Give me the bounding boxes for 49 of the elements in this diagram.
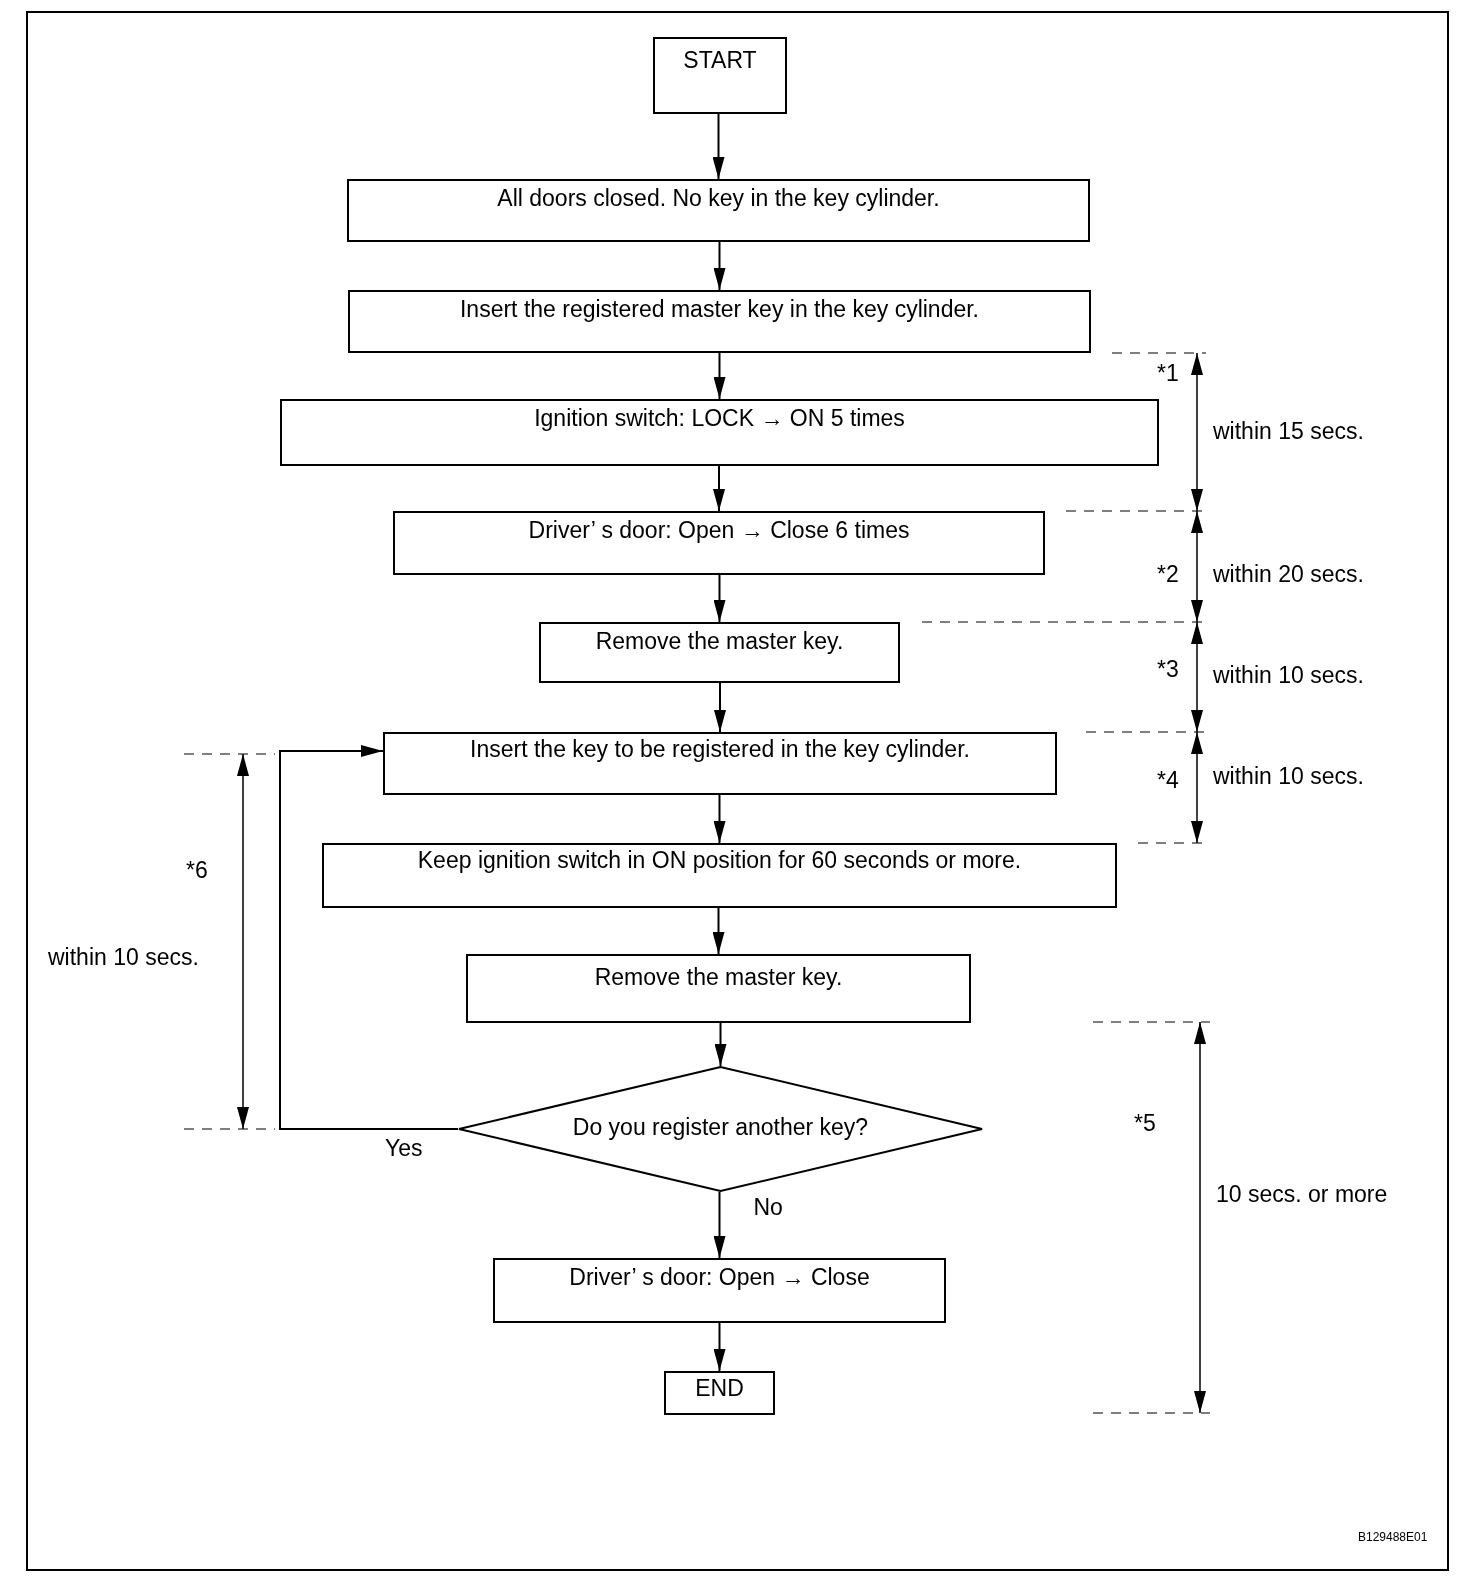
node-text: Remove the master key. <box>595 628 844 655</box>
annotation-text: within 10 secs. <box>48 944 199 971</box>
arrow <box>713 1322 726 1372</box>
node-text: Insert the key to be registered in the key cylinder. <box>470 736 970 763</box>
annotation-text: within 10 secs. <box>1213 763 1364 790</box>
process-box <box>383 732 1057 795</box>
annotation-text: *4 <box>1157 767 1179 794</box>
annotation-text: *1 <box>1157 360 1179 387</box>
arrow <box>712 113 725 180</box>
annotation-text: *5 <box>1134 1110 1156 1137</box>
arrow <box>279 745 459 1130</box>
arrow <box>713 465 725 512</box>
node-text: Insert the registered master key in the key cylinder. <box>460 296 979 323</box>
annotation-text: 10 secs. or more <box>1216 1181 1388 1208</box>
annotation-text: within 20 secs. <box>1213 561 1364 588</box>
arrow <box>713 1191 726 1259</box>
arrow <box>713 352 726 400</box>
arrow <box>714 682 726 733</box>
process-box <box>280 399 1159 466</box>
process-box <box>539 622 900 683</box>
arrow <box>713 241 726 291</box>
annotation-text: *3 <box>1157 656 1179 683</box>
arrow <box>713 794 726 844</box>
decision-diamond <box>458 1066 983 1192</box>
process-box <box>493 1258 946 1323</box>
node-text: Do you register another key? <box>572 1113 869 1141</box>
node-text: Ignition switch: LOCK → ON 5 times <box>534 405 905 432</box>
process-box <box>664 1371 775 1415</box>
annotation-text: *6 <box>186 857 208 884</box>
annotation-text: *2 <box>1157 561 1179 588</box>
process-box <box>348 290 1091 353</box>
annotation-text: within 15 secs. <box>1213 418 1364 445</box>
process-box <box>347 179 1090 242</box>
process-box <box>393 511 1045 575</box>
node-text: Keep ignition switch in ON position for 60 seconds or more. <box>417 847 1022 874</box>
node-text: END <box>695 1375 744 1402</box>
arrow <box>714 1022 727 1067</box>
arrow <box>712 907 725 955</box>
node-text: START <box>683 47 757 74</box>
process-box <box>322 843 1117 908</box>
annotation-text: within 10 secs. <box>1213 662 1364 689</box>
node-text: Driver’ s door: Open → Close <box>569 1264 870 1291</box>
process-box <box>466 954 971 1023</box>
node-text: All doors closed. No key in the key cylinder. <box>497 185 940 212</box>
arrow <box>713 574 726 623</box>
figure-code: B129488E01 <box>1358 1530 1428 1544</box>
node-text: Remove the master key. <box>594 964 843 991</box>
node-text: Driver’ s door: Open → Close 6 times <box>528 517 910 544</box>
process-box <box>653 37 787 114</box>
